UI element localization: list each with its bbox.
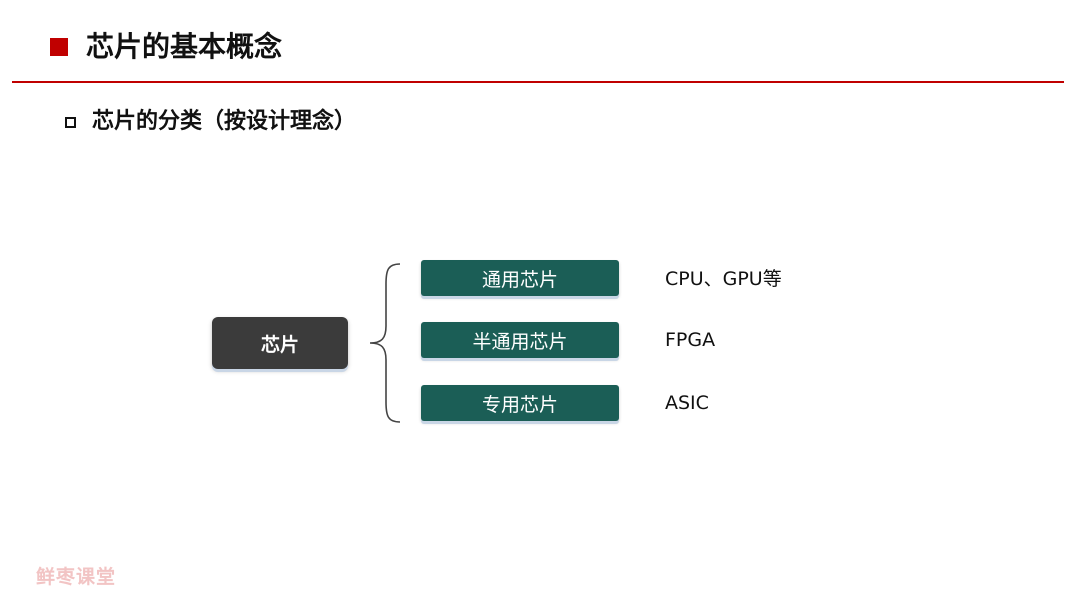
diagram-branch-dedicated: 专用芯片 [421, 385, 619, 421]
watermark: 鲜枣课堂 [36, 566, 117, 588]
hollow-square-bullet-icon [65, 117, 76, 128]
title-square-bullet-icon [50, 38, 68, 56]
section-subtitle: 芯片的分类（按设计理念） [92, 109, 357, 134]
diagram-branch-label: 通用芯片 [481, 268, 558, 291]
title-divider [12, 81, 1064, 83]
diagram-branch-label: 半通用芯片 [472, 330, 568, 353]
diagram-root-label: 芯片 [260, 333, 299, 356]
diagram-branch-semi-general: 半通用芯片 [421, 322, 619, 358]
diagram-root-node: 芯片 [212, 317, 348, 369]
diagram-branch-label: 专用芯片 [481, 393, 558, 416]
diagram-branch-note: FPGA [665, 329, 716, 351]
curly-brace-icon [369, 263, 401, 423]
diagram-branch-general: 通用芯片 [421, 260, 619, 296]
diagram-branch-note: ASIC [665, 392, 709, 414]
diagram-branch-note: CPU、GPU等 [665, 268, 782, 290]
page-title: 芯片的基本概念 [86, 30, 283, 63]
